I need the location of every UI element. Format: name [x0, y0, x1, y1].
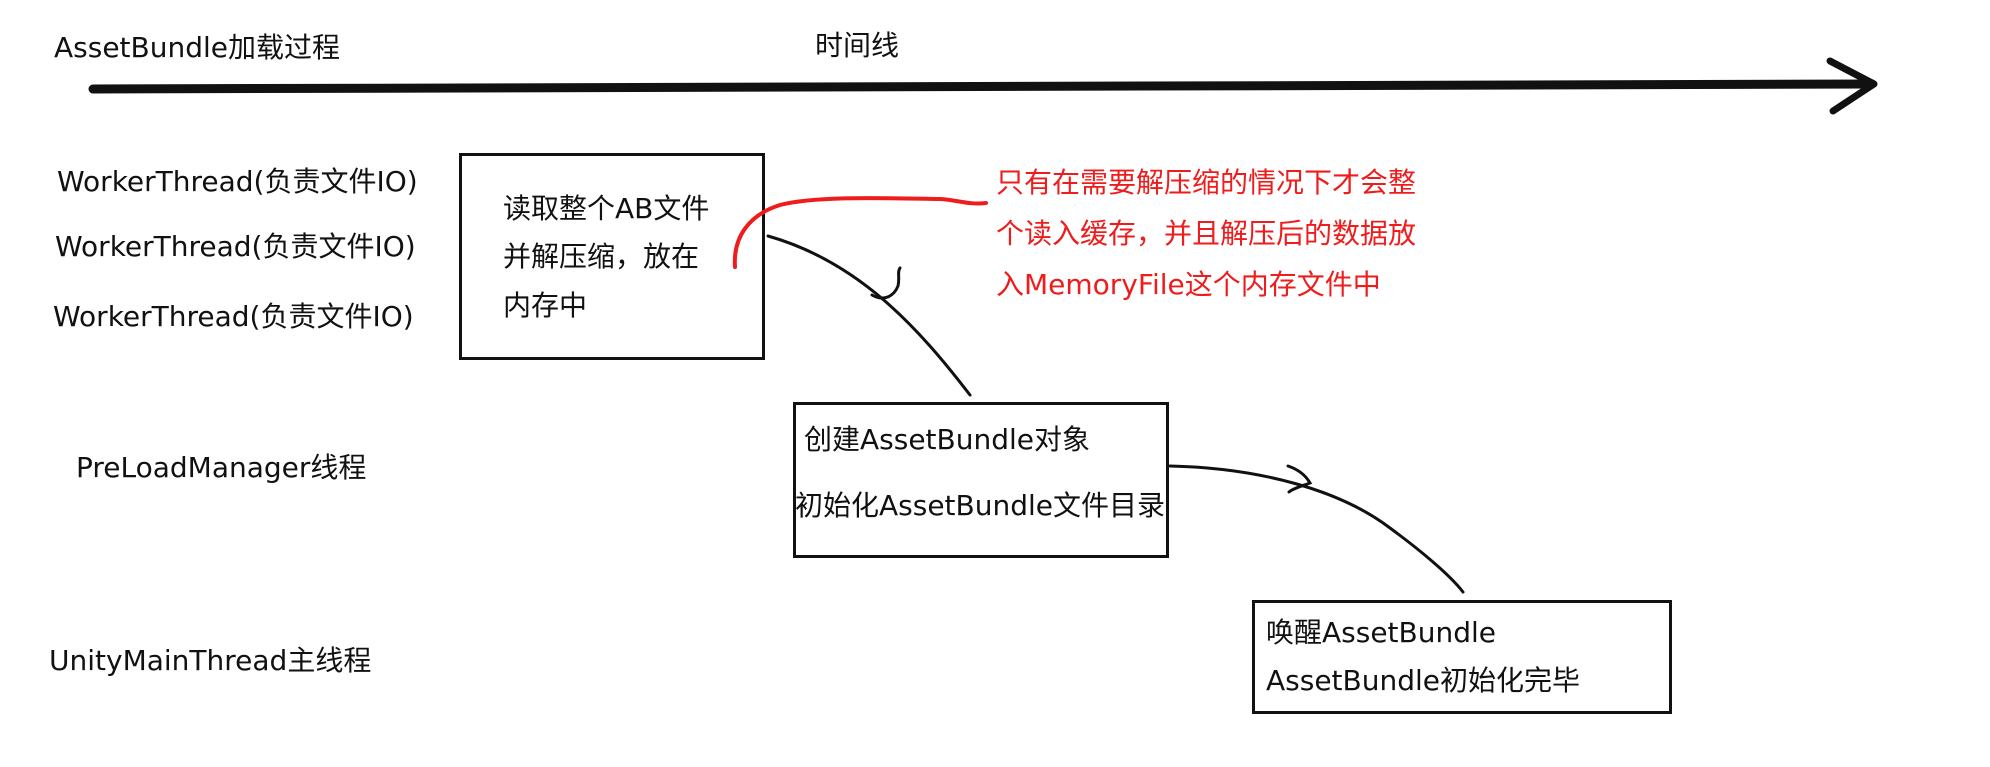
- lane-label-worker-thread: WorkerThread(负责文件IO): [53, 300, 414, 333]
- create-bundle-box: [793, 402, 1169, 558]
- create-bundle-box-line: 初始化AssetBundle文件目录: [795, 489, 1166, 522]
- wake-bundle-box: [1252, 600, 1672, 714]
- lane-label-preload-manager: PreLoadManager线程: [76, 451, 367, 484]
- timeline-arrow-head: [1826, 57, 1878, 115]
- lane-label-worker-thread: WorkerThread(负责文件IO): [55, 230, 416, 263]
- connector-create-to-wake: [1168, 464, 1465, 594]
- timeline-label: 时间线: [815, 29, 900, 62]
- diagram-title: AssetBundle加载过程: [54, 31, 341, 64]
- read-file-box-line: 读取整个AB文件: [503, 192, 710, 225]
- wake-bundle-box-line: 唤醒AssetBundle: [1266, 616, 1497, 649]
- lane-label-main-thread: UnityMainThread主线程: [49, 644, 372, 677]
- decompression-note: 只有在需要解压缩的情况下才会整: [996, 166, 1417, 199]
- read-file-box-line: 内存中: [503, 289, 588, 322]
- connector-arrow-head: [1286, 464, 1313, 494]
- connector-read-to-create: [766, 234, 972, 397]
- annotation-pointer: [732, 196, 988, 269]
- wake-bundle-box-line: AssetBundle初始化完毕: [1266, 664, 1581, 697]
- timeline-arrow: [88, 79, 1877, 94]
- read-file-box-line: 并解压缩，放在: [503, 240, 700, 273]
- connector-arrow-head: [870, 266, 902, 300]
- read-file-box: [459, 153, 765, 360]
- decompression-note: 个读入缓存，并且解压后的数据放: [996, 217, 1417, 250]
- decompression-note: 入MemoryFile这个内存文件中: [996, 268, 1381, 301]
- lane-label-worker-thread: WorkerThread(负责文件IO): [57, 165, 418, 198]
- create-bundle-box-line: 创建AssetBundle对象: [804, 423, 1091, 456]
